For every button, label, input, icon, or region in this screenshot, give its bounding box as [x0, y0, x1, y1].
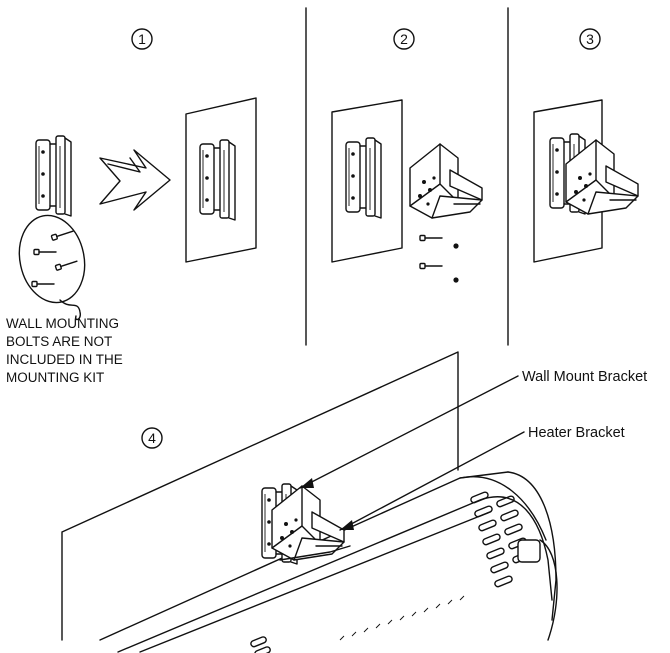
svg-text:2: 2: [400, 31, 408, 47]
wall-bracket-mounted-icon: [199, 139, 236, 221]
callout-wall-mount-bracket: Wall Mount Bracket: [299, 369, 647, 489]
bolt-icon: [419, 234, 443, 242]
step-3-number: 3: [579, 28, 601, 50]
svg-text:Wall Mount Bracket: Wall Mount Bracket: [522, 369, 647, 385]
wall-bracket-icon: [35, 135, 72, 217]
svg-text:4: 4: [148, 430, 156, 446]
bolts-note: WALL MOUNTING BOLTS ARE NOT INCLUDED IN …: [6, 316, 127, 385]
step-2-panel: [331, 99, 483, 283]
bolt-icon: [419, 262, 443, 270]
step-1-number: 1: [131, 28, 153, 50]
wall-plate: [61, 351, 459, 641]
callout-heater-bracket: Heater Bracket: [339, 425, 625, 531]
svg-text:Heater Bracket: Heater Bracket: [528, 425, 625, 441]
heater-bracket-icon: [409, 143, 483, 219]
wall-bracket-icon: [345, 137, 382, 219]
step-4-panel: [61, 351, 558, 653]
wall-plate: [331, 99, 403, 263]
step-2-number: 2: [393, 28, 415, 50]
svg-text:3: 3: [586, 31, 594, 47]
svg-text:1: 1: [138, 31, 146, 47]
vent-slots: [250, 491, 541, 653]
step-1-panel: [18, 97, 257, 321]
wall-plate: [185, 97, 257, 263]
bolts-bubble: [18, 214, 86, 321]
step-3-panel: [533, 99, 639, 263]
heater-body: [99, 471, 558, 653]
step-4-number: 4: [141, 427, 163, 449]
wall-plate: [533, 99, 603, 263]
arrow-icon: [99, 149, 171, 211]
